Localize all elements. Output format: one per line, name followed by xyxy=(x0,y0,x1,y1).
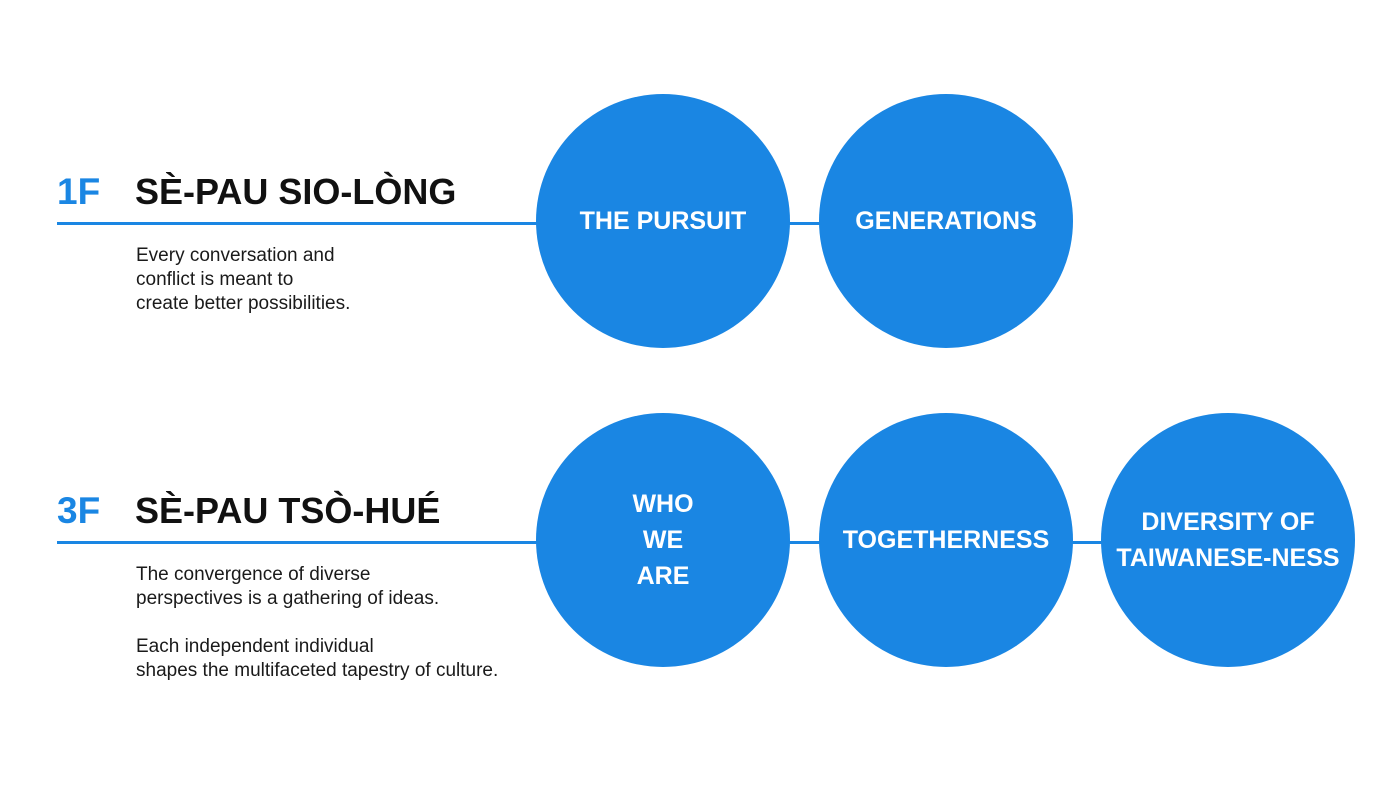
floor-1-circle-generations: GENERATIONS xyxy=(819,94,1073,348)
floor-3-desc-line: The convergence of diverse xyxy=(136,564,371,585)
floor-3-desc-line: shapes the multifaceted tapestry of cult… xyxy=(136,660,499,681)
circle-label: THE PURSUIT xyxy=(579,207,747,235)
floor-1-desc-line: Every conversation and xyxy=(136,245,335,266)
circle-label: TOGETHERNESS xyxy=(842,526,1050,554)
floor-3-number: 3F xyxy=(57,490,101,531)
floor-1-circle-the-pursuit: THE PURSUIT xyxy=(536,94,790,348)
floor-3-title: SÈ-PAU TSÒ-HUÉ xyxy=(135,490,441,531)
circle-label: TAIWANESE-NESS xyxy=(1116,544,1340,572)
circle-label: WHO xyxy=(632,490,694,518)
floor-3-circle-who-we-are: WHO WE ARE xyxy=(536,413,790,667)
floor-3-circle-diversity-of-taiwaneseness: DIVERSITY OF TAIWANESE-NESS xyxy=(1101,413,1355,667)
floor-1-desc-line: conflict is meant to xyxy=(136,269,294,290)
circle-label: WE xyxy=(642,526,684,554)
circle-label: ARE xyxy=(636,562,690,590)
paragraph-gap xyxy=(136,611,576,635)
floor-3-row: 3F SÈ-PAU TSÒ-HUÉ The convergence of div… xyxy=(0,411,1400,681)
floor-3-description: The convergence of diverse perspectives … xyxy=(136,563,576,683)
floor-1-row: 1F SÈ-PAU SIO-LÒNG Every conversation an… xyxy=(0,92,1400,352)
floor-3-circle-togetherness: TOGETHERNESS xyxy=(819,413,1073,667)
floor-1-description: Every conversation and conflict is meant… xyxy=(136,244,576,316)
circle-label: DIVERSITY OF xyxy=(1141,508,1315,536)
floor-1-desc-line: create better possibilities. xyxy=(136,293,351,314)
floor-1-title: SÈ-PAU SIO-LÒNG xyxy=(135,171,457,212)
circle-label: GENERATIONS xyxy=(855,207,1037,235)
floor-3-desc-line: Each independent individual xyxy=(136,636,374,657)
floor-3-desc-line: perspectives is a gathering of ideas. xyxy=(136,588,440,609)
floor-1-connector-line xyxy=(57,222,820,225)
floor-1-number: 1F xyxy=(57,171,101,212)
